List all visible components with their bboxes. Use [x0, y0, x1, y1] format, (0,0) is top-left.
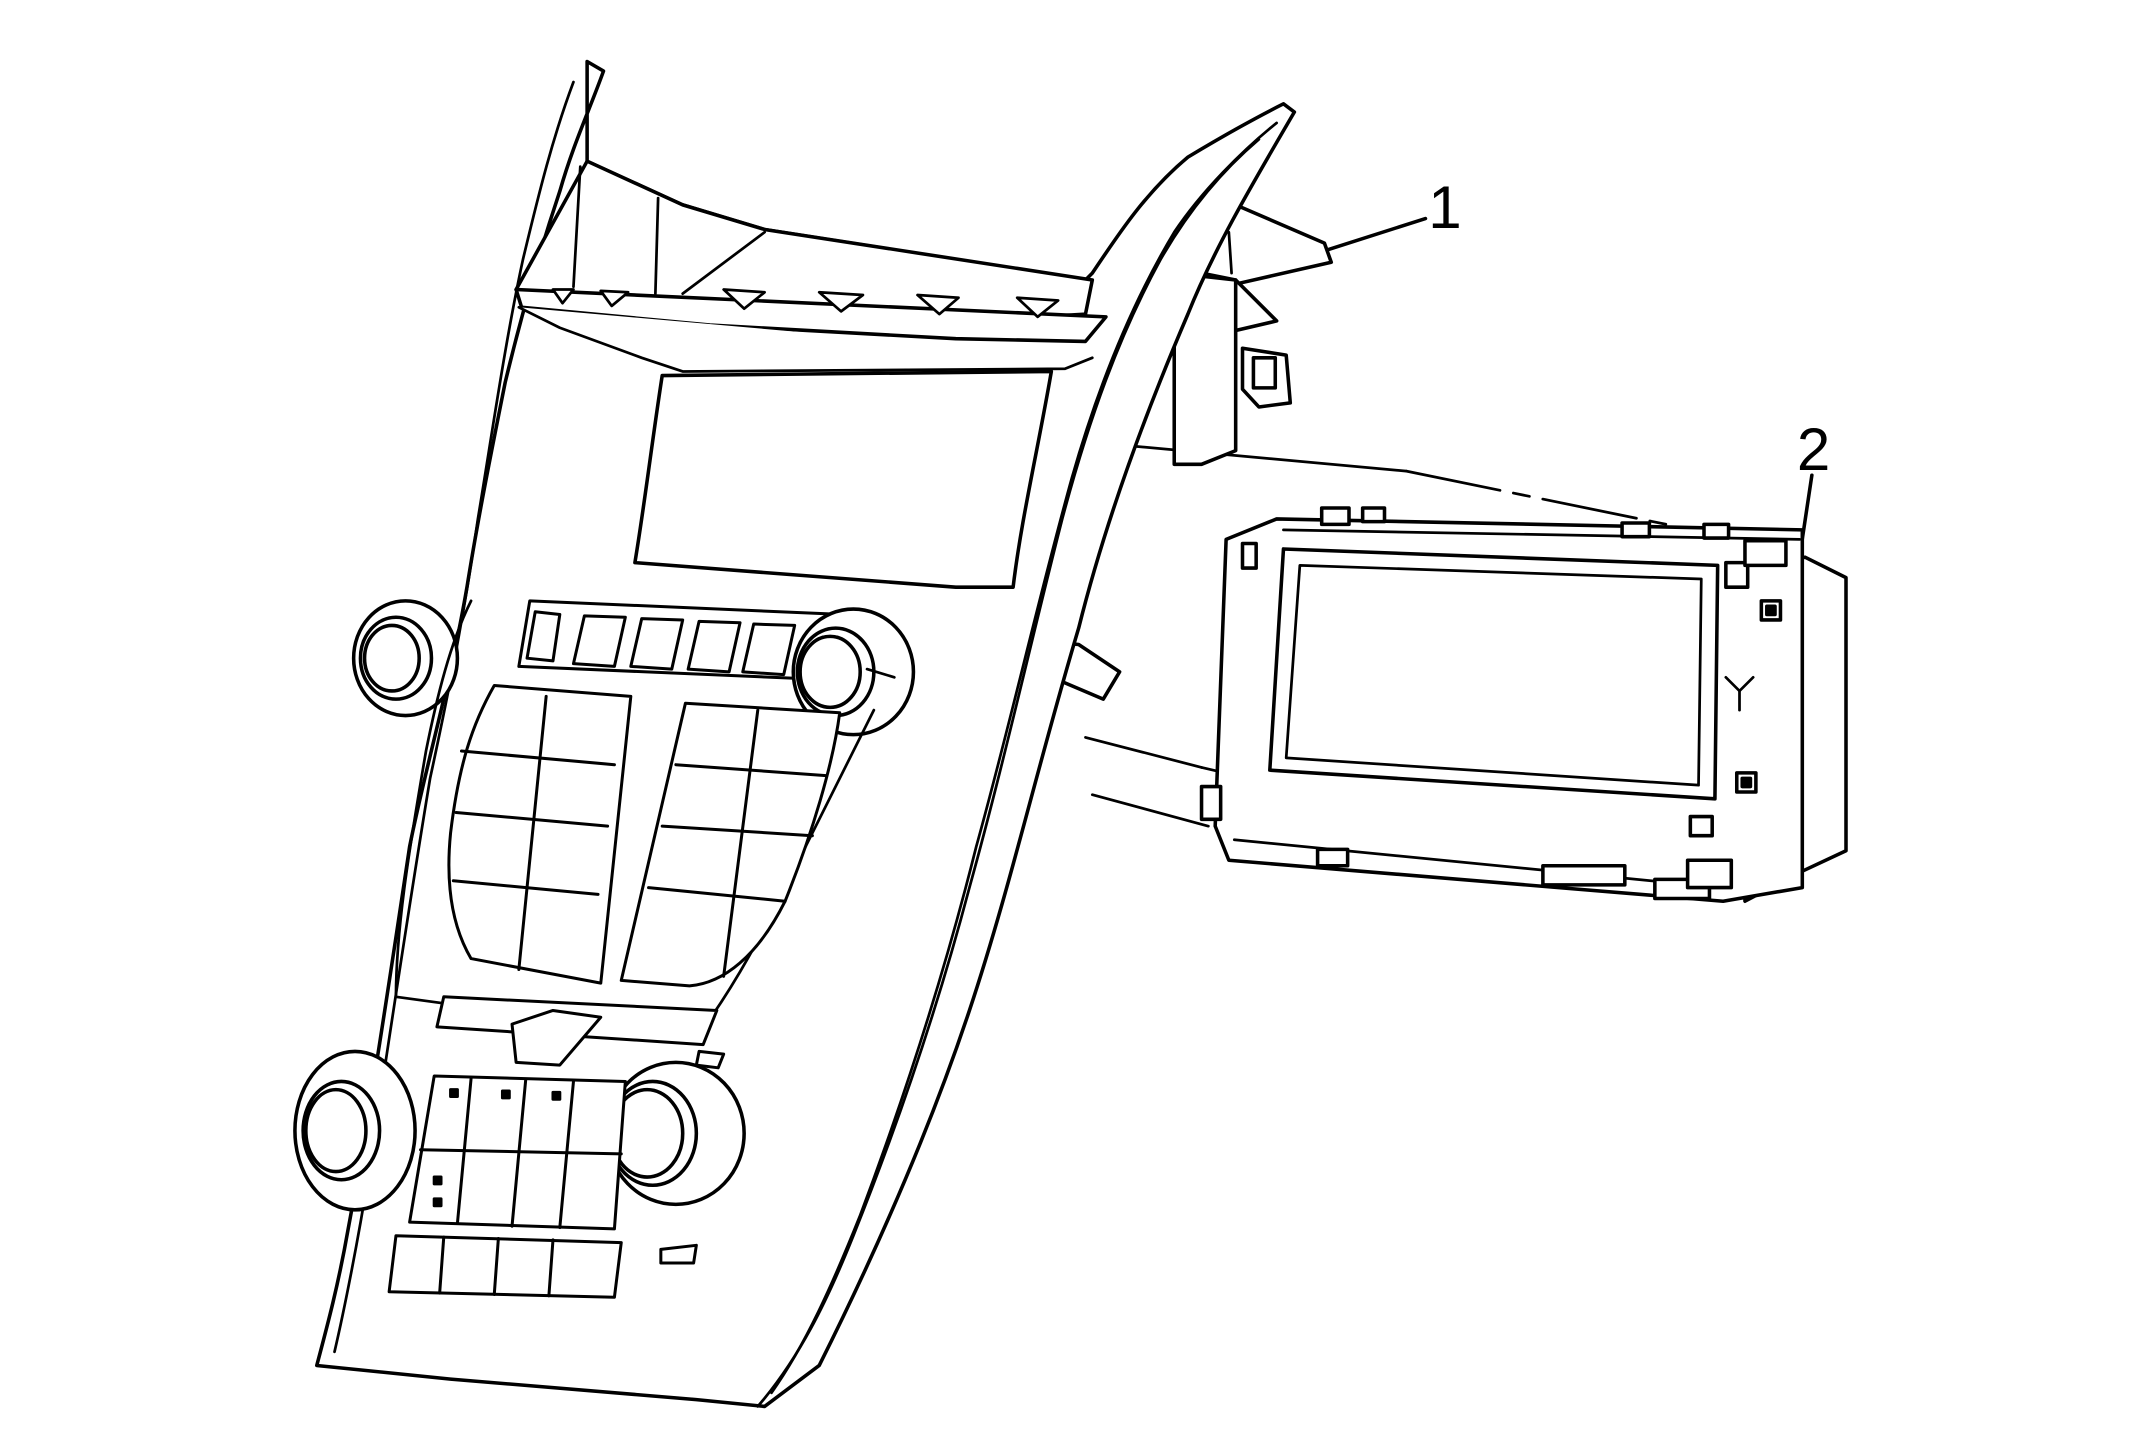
radio-preset-buttons: [517, 599, 846, 682]
climate-buttons: [387, 1074, 698, 1299]
hazard-switch-area: [435, 995, 726, 1070]
air-vents: [447, 683, 842, 988]
climate-knob-right: [605, 1060, 746, 1207]
callout-1: 1: [1325, 174, 1462, 252]
instrument-panel-center-trim-plate: [293, 59, 1297, 1409]
rear-housing: [1172, 271, 1238, 467]
callout-1-number: 1: [1428, 174, 1461, 241]
volume-knob: [351, 599, 460, 718]
climate-knob-left: [293, 1049, 417, 1212]
display-screen: [1284, 563, 1703, 787]
callout-2-number: 2: [1797, 416, 1830, 483]
upper-tray-teeth: [551, 288, 1060, 319]
radio-display-module: [1199, 506, 1848, 904]
display-window-opening: [633, 369, 1054, 589]
tune-knob: [791, 607, 916, 737]
callout-1-leader: [1325, 216, 1428, 252]
